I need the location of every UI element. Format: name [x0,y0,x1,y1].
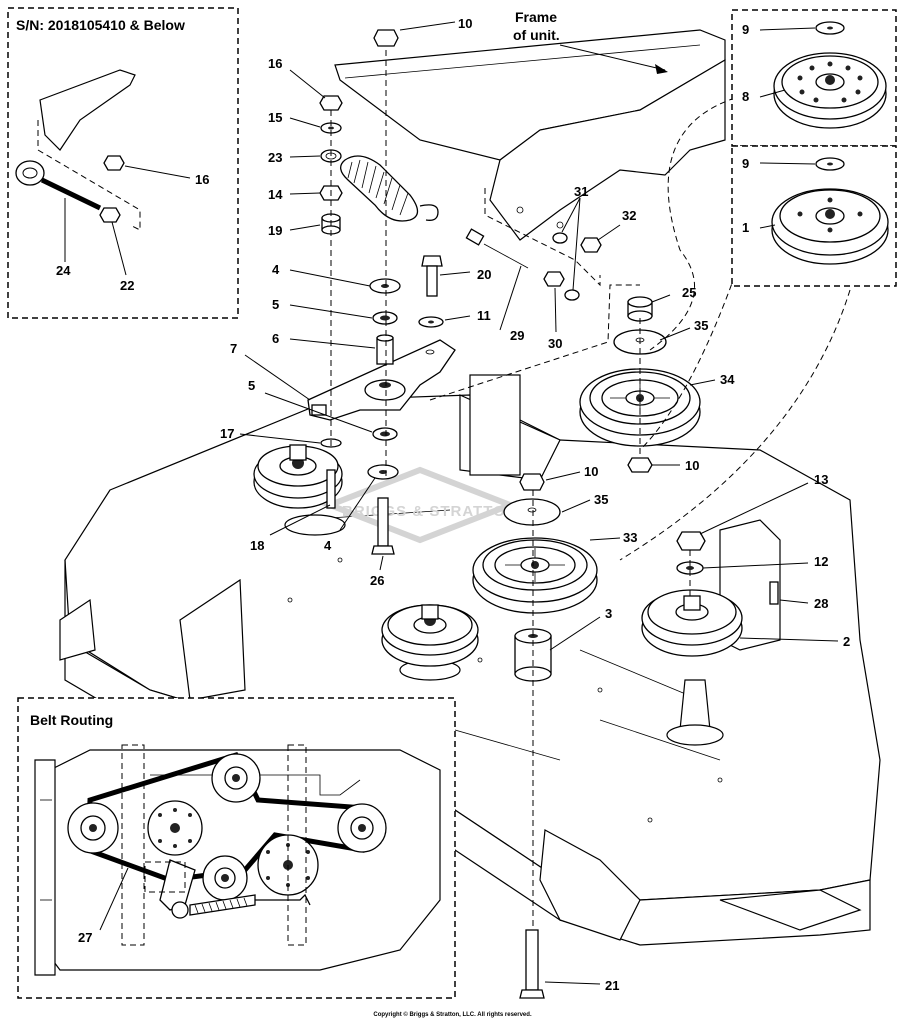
bearing-5-lower [372,427,398,441]
callout-13: 13 [814,472,828,487]
callout-29: 29 [510,328,524,343]
callout-6: 6 [272,331,279,346]
callout-10: 10 [685,458,699,473]
callout-35: 35 [594,492,608,507]
callout-28: 28 [814,596,828,611]
bearing-5-upper [372,311,398,325]
belt-routing-title: Belt Routing [30,712,113,728]
callout-9: 9 [742,156,749,171]
callout-9: 9 [742,22,749,37]
nut-10-center [519,473,545,491]
bolt-21 [519,929,545,999]
callout-33: 33 [623,530,637,545]
callout-1: 1 [742,220,749,235]
callout-30: 30 [548,336,562,351]
callout-26: 26 [370,573,384,588]
callout-16: 16 [268,56,282,71]
inset-pulley-box [731,9,897,287]
key-28 [769,581,779,605]
callout-27: 27 [78,930,92,945]
frame-of-unit [334,29,726,241]
callout-35: 35 [694,318,708,333]
callout-5: 5 [248,378,255,393]
pulley-33 [472,537,598,614]
leader-lines [239,21,851,985]
pulley-2 [641,589,743,657]
stud-18 [326,469,336,509]
callout-10: 10 [584,464,598,479]
spacer-25 [627,296,653,322]
nut-30 [543,271,565,287]
callout-15: 15 [268,110,282,125]
callout-4: 4 [272,262,280,277]
washer-4-upper [369,278,401,294]
callout-numbers: 10 16 15 23 14 19 4 5 6 7 5 17 18 4 26 2… [56,16,850,993]
nut-13 [676,531,706,551]
callout-5: 5 [272,297,279,312]
center-left-pulley [381,604,479,667]
callout-10: 10 [458,16,472,31]
frame-label-line2: of unit. [513,27,560,43]
callout-21: 21 [605,978,619,993]
callout-2: 2 [843,634,850,649]
frame-label-line1: Frame [515,9,557,25]
callout-34: 34 [720,372,735,387]
spring-23 [340,155,439,222]
callout-20: 20 [477,267,491,282]
callout-14: 14 [268,187,283,202]
left-pulley [253,444,343,509]
washer-11 [418,316,444,328]
callout-19: 19 [268,223,282,238]
washer-31-lower [564,289,580,301]
inset-serial-title: S/N: 2018105410 & Below [16,17,185,33]
callout-12: 12 [814,554,828,569]
bolt-20 [421,255,443,297]
washer-4-lower [367,464,399,480]
nut-16-upper [319,95,343,111]
callout-11: 11 [477,308,491,323]
callout-16: 16 [195,172,209,187]
washer-35-lower [503,498,561,526]
callout-7: 7 [230,341,237,356]
inset-serial-box: S/N: 2018105410 & Below [7,7,239,319]
callout-32: 32 [622,208,636,223]
bushing-6 [376,334,394,365]
callout-8: 8 [742,89,749,104]
callout-23: 23 [268,150,282,165]
callout-25: 25 [682,285,696,300]
nut-10-top [373,29,399,47]
eyebolt-29 [465,228,529,269]
nut-32 [580,237,602,253]
bolt-26 [371,497,395,555]
callout-17: 17 [220,426,234,441]
callout-18: 18 [250,538,264,553]
nut-10-lower-right [627,457,653,473]
watermark-text: BRIGGS & STRATTON [342,503,518,520]
callout-31: 31 [574,184,588,199]
washer-31-upper [552,232,568,244]
callout-4: 4 [324,538,332,553]
inset-belt-routing: Belt Routing [17,697,456,999]
copyright-notice: Copyright © Briggs & Stratton, LLC. All … [373,1012,532,1018]
callout-3: 3 [605,606,612,621]
callout-24: 24 [56,263,71,278]
callout-22: 22 [120,278,134,293]
